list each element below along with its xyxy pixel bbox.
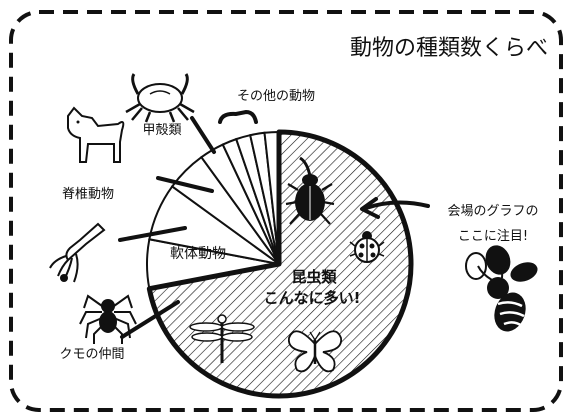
bee-icon: [465, 245, 538, 332]
label-vertebrates: 脊椎動物: [62, 187, 114, 202]
leader-spiders: [120, 300, 180, 339]
beetle-icon: [285, 156, 335, 225]
label-spiders: クモの仲間: [59, 347, 124, 362]
dragonfly-icon: [189, 314, 255, 363]
leader-vertebrates: [156, 176, 214, 193]
insect-slice-outline: [146, 129, 414, 399]
label-crustaceans: 甲殻類: [142, 123, 181, 138]
callout-line2: ここに注目!: [458, 229, 528, 244]
butterfly-icon: [287, 330, 343, 373]
leader-crustaceans: [190, 116, 216, 154]
label-others: その他の動物: [237, 89, 315, 104]
callout-line1: 会場のグラフの: [447, 204, 538, 219]
label-insects: 昆虫類: [291, 268, 337, 286]
chart-title: 動物の種類数くらべ: [350, 36, 548, 61]
crab-icon: [125, 73, 195, 123]
dashed-frame: [9, 10, 563, 412]
spider-icon: [79, 294, 137, 344]
leader-mollusks: [118, 226, 187, 242]
label-insects-line2: こんなに多い!: [264, 289, 361, 307]
ladybug-icon: [349, 231, 385, 263]
label-mollusks: 軟体動物: [170, 246, 226, 262]
bracket-others: [218, 109, 258, 124]
squid-icon: [49, 222, 106, 283]
dog-icon: [67, 106, 125, 163]
callout-arrow: [364, 200, 430, 210]
leader-lines: [118, 109, 258, 339]
callout-arrowhead: [360, 197, 380, 219]
